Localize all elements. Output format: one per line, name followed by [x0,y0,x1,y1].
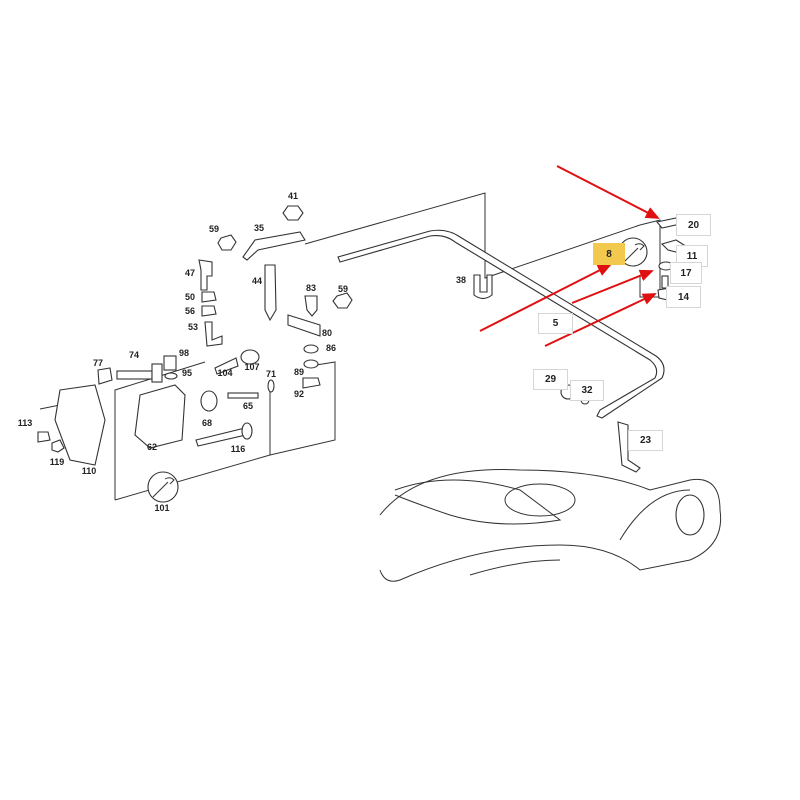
control-arm [379,469,722,582]
part-label-38: 38 [455,275,467,285]
part-label: 74 [128,350,140,360]
small-parts [37,205,685,473]
part-label: 68 [201,418,213,428]
part-box-8-highlighted: 8 [593,243,625,265]
part-label: 71 [265,369,277,379]
part-box-17: 17 [670,262,702,284]
part-label: 77 [92,358,104,368]
part-label: 53 [187,322,199,332]
part-label: 62 [146,442,158,452]
part-label: 89 [293,367,305,377]
part-label: 44 [251,276,263,286]
stabilizer-bar [337,229,665,419]
part-label: 47 [184,268,196,278]
part-label: 101 [154,503,170,513]
part-label: 116 [230,444,246,454]
part-box-29: 29 [533,369,568,390]
part-label: 104 [217,368,233,378]
part-label: 59 [208,224,220,234]
part-label: 56 [184,306,196,316]
wrench-icon [147,471,179,503]
part-box-32: 32 [570,380,604,401]
part-label: 95 [181,368,193,378]
part-label: 110 [81,466,97,476]
part-box-23: 23 [628,430,663,451]
part-box-20: 20 [676,214,711,236]
part-label: 35 [253,223,265,233]
part-label: 41 [287,191,299,201]
part-label: 92 [293,389,305,399]
part-label: 98 [178,348,190,358]
part-label: 113 [17,418,33,428]
part-label: 119 [49,457,65,467]
part-label: 83 [305,283,317,293]
part-label: 107 [244,362,260,372]
part-label: 59 [337,284,349,294]
part-label: 50 [184,292,196,302]
part-label: 86 [325,343,337,353]
frame-lines [39,192,661,501]
part-label: 80 [321,328,333,338]
part-box-14: 14 [666,286,701,308]
part-box-5: 5 [538,313,573,334]
part-label: 65 [242,401,254,411]
red-arrows [479,165,660,347]
